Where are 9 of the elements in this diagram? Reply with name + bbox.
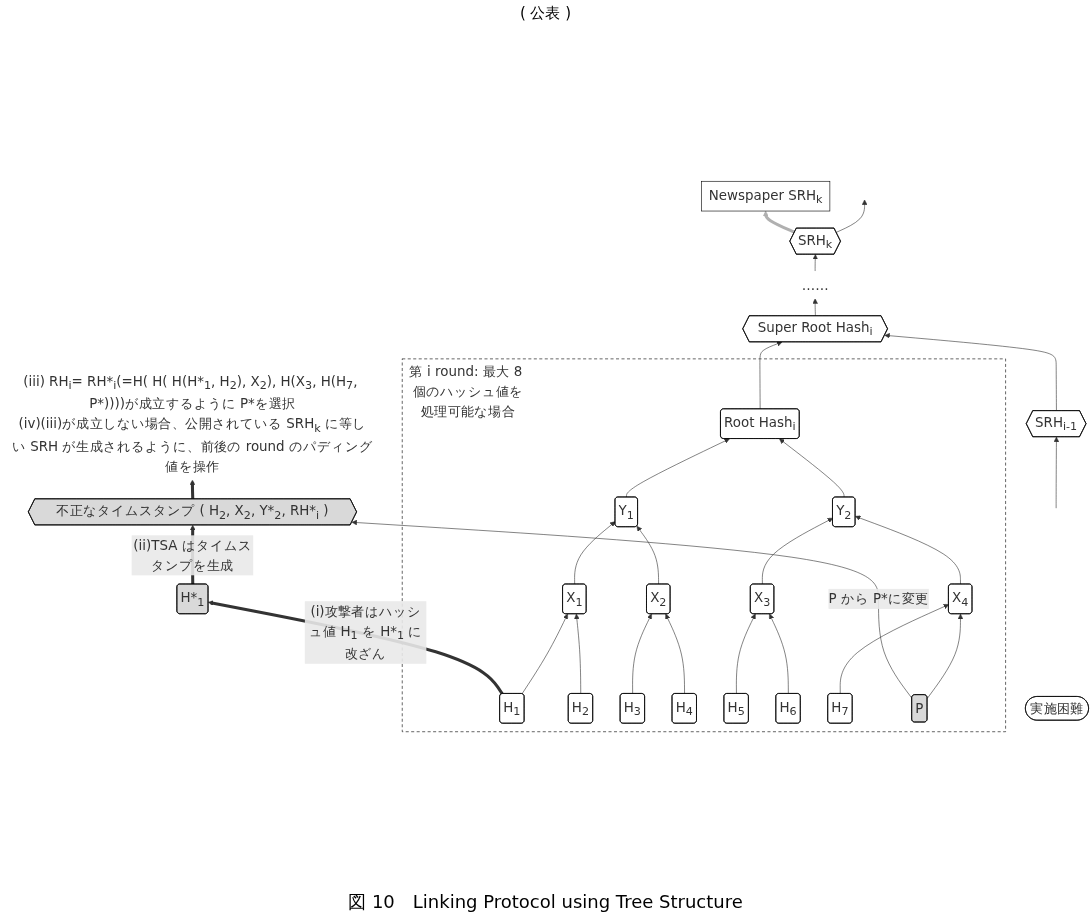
arrow [208, 600, 504, 695]
arrow [763, 210, 796, 234]
node-text: (iii) RH$_{i}$= RH*$_{i}$(=H( H( H(H*$_{1}$, H$_{2}$), X$_{2}$), H(X$_{3}$, H(H$_{7}$, P*))))が成立するように P*を選択 (iv)(iii)が成立しない場合、公開されている SRH$_{k}$ に等しい SRH が生成されるように、前後の round のパディング値を操作 [11, 373, 373, 474]
note-text: ( 公表 ) [519, 4, 572, 23]
edge-label: (ii)TSA はタイムスタンプを生成 [133, 537, 252, 574]
node-text: …… [801, 277, 829, 293]
caption: 図 10 Linking Protocol using Tree Structure [347, 890, 744, 914]
node-box: Newspaper SRH$_{k}$ [701, 180, 831, 212]
edge-label: P から P*に変更 [828, 591, 929, 607]
